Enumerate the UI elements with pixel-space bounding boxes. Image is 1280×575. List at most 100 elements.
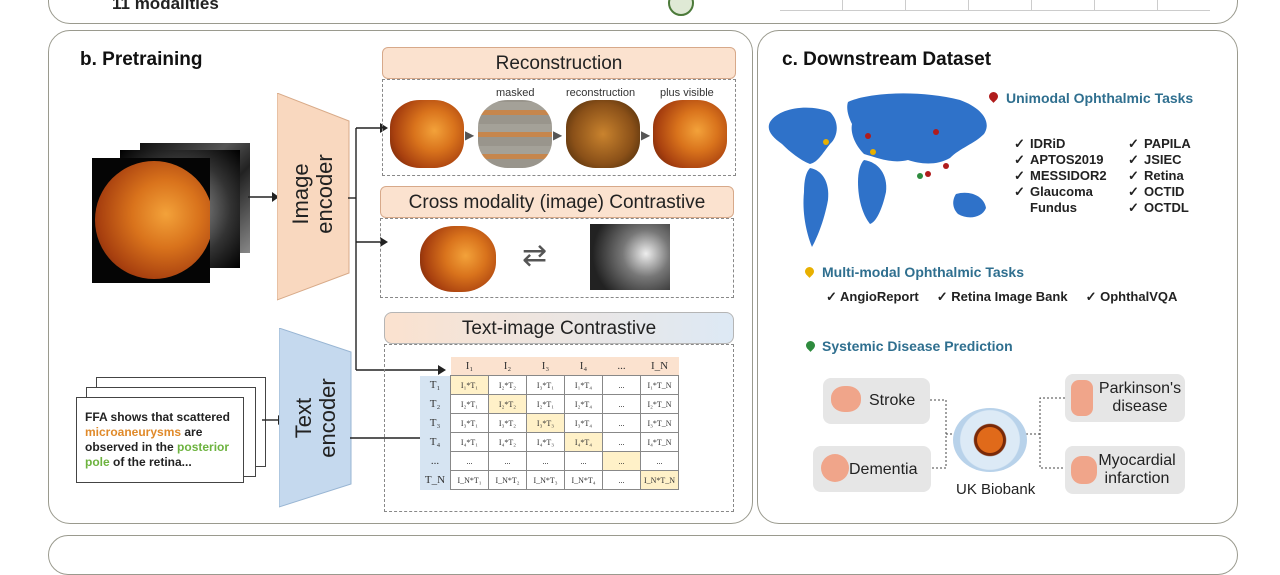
recon-original-fundus <box>390 100 464 168</box>
matrix-cell: I₂*T₁ <box>526 394 565 414</box>
person-icon <box>1071 380 1093 416</box>
check-icon: ✓ <box>1014 136 1025 151</box>
recon-reconstructed-fundus <box>566 100 640 168</box>
multimodal-list: ✓ AngioReport✓ Retina Image Bank✓ Ophtha… <box>826 289 1177 305</box>
myocardial-box: Myocardial infarction <box>1065 446 1185 494</box>
cross-modality-fundus <box>420 226 496 292</box>
recon-plus-visible-fundus <box>653 100 727 168</box>
matrix-cell: I_N*T₃ <box>526 470 565 490</box>
matrix-cell: I₃*T₂ <box>488 413 527 433</box>
image-encoder-shape <box>277 93 350 301</box>
brain-icon <box>831 386 861 412</box>
dataset-label: APTOS2019 <box>1030 152 1104 167</box>
highlight-microaneurysms: microaneurysms <box>85 425 182 439</box>
matrix-cell: I_N*T_N <box>640 470 679 490</box>
check-icon: ✓ <box>1128 200 1139 215</box>
multimodal-label: AngioReport <box>840 289 919 304</box>
unimodal-list-col2: ✓PAPILA✓JSIEC✓Retina✓OCTID✓OCTDL <box>1128 136 1191 216</box>
matrix-cell: I₄*T₃ <box>526 432 565 452</box>
matrix-row-header: T₁ <box>420 375 451 395</box>
swap-arrows-icon: ⇄ <box>522 239 548 272</box>
dataset-item: ✓PAPILA <box>1128 136 1191 152</box>
image-encoder-label: Image encoder <box>288 154 337 234</box>
reconstruction-label: reconstruction <box>566 87 636 99</box>
stroke-label: Stroke <box>869 392 916 409</box>
matrix-cell: I₃*T₁ <box>450 413 489 433</box>
matrix-cell: I₁*T_N <box>640 375 679 395</box>
matrix-cell: I₁*T₄ <box>564 375 603 395</box>
panel-d-remnant <box>48 535 1238 575</box>
dementia-box: Dementia <box>813 446 931 492</box>
text-encoder-label: Text encoder <box>291 378 340 458</box>
pretraining-title: b. Pretraining <box>80 49 203 70</box>
text-image-title: Text-image Contrastive <box>384 312 734 344</box>
matrix-cell: I_N*T₁ <box>450 470 489 490</box>
modalities-label: 11 modalities <box>112 0 219 13</box>
matrix-cell: I_N*T₂ <box>488 470 527 490</box>
check-icon: ✓ <box>1128 184 1139 199</box>
head-icon <box>821 454 849 482</box>
table-remnant <box>780 0 1210 11</box>
check-icon: ✓ <box>1128 136 1139 151</box>
text-part-2: are observed in the <box>85 425 203 454</box>
matrix-cell: I₄*T_N <box>640 432 679 452</box>
matrix-row-header: T₂ <box>420 394 451 414</box>
panel-downstream <box>757 30 1238 524</box>
check-icon: ✓ <box>1128 168 1139 183</box>
multimodal-label: OphthalVQA <box>1100 289 1178 304</box>
matrix-row-header: ... <box>420 451 451 471</box>
world-map <box>768 93 987 247</box>
parkinsons-label: Parkinson's disease <box>1098 380 1182 415</box>
systemic-title: Systemic Disease Prediction <box>822 338 1013 354</box>
multimodal-item: ✓ Retina Image Bank <box>937 289 1068 305</box>
check-icon: ✓ <box>1014 152 1025 167</box>
unimodal-title: Unimodal Ophthalmic Tasks <box>1006 90 1194 106</box>
matrix-cell: ... <box>602 470 641 490</box>
check-icon: ✓ <box>1014 168 1025 183</box>
matrix-cell: I₂*T₁ <box>450 394 489 414</box>
dataset-item: ✓ APTOS2019 <box>1014 152 1110 168</box>
dataset-label: JSIEC <box>1144 152 1182 167</box>
input-fundus <box>95 161 210 279</box>
recon-arrow-1: ▶ <box>465 128 475 142</box>
multimodal-item: ✓ AngioReport <box>826 289 919 305</box>
downstream-title: c. Downstream Dataset <box>782 49 992 70</box>
matrix-cell: ... <box>602 413 641 433</box>
parkinsons-box: Parkinson's disease <box>1065 374 1185 422</box>
text-card: FFA shows that scattered microaneurysms … <box>76 397 244 483</box>
input-to-encoder-arrow <box>248 192 279 202</box>
multimodal-label: Retina Image Bank <box>951 289 1068 304</box>
dataset-label: Glaucoma Fundus <box>1030 184 1093 215</box>
unimodal-list-col1: ✓ IDRiD ✓ APTOS2019 ✓ MESSIDOR2 ✓ Glaucoma Fund… <box>1014 136 1110 216</box>
dataset-label: MESSIDOR2 <box>1030 168 1107 183</box>
input-image-fundus-bg <box>92 158 210 283</box>
dataset-label: OCTDL <box>1144 200 1189 215</box>
check-icon: ✓ <box>1014 184 1025 199</box>
matrix-cell: I₃*T_N <box>640 413 679 433</box>
dataset-label: IDRiD <box>1030 136 1066 151</box>
plus-visible-label: plus visible <box>660 87 714 99</box>
text-part-3: of the retina... <box>109 455 192 469</box>
masked-label: masked <box>496 87 535 99</box>
matrix-cell: ... <box>602 394 641 414</box>
dataset-item: ✓OCTID <box>1128 184 1191 200</box>
encoder-to-matrix-arrow <box>388 365 446 375</box>
matrix-col-header: I₄ <box>564 357 603 376</box>
matrix-cell: I₃*T₁ <box>526 375 565 395</box>
matrix-cell: I₂*T₂ <box>488 375 527 395</box>
matrix-corner <box>420 357 451 376</box>
matrix-cell: ... <box>564 451 603 471</box>
matrix-cell: I₄*T₂ <box>488 432 527 452</box>
stroke-box: Stroke <box>823 378 930 424</box>
matrix-cell: ... <box>602 375 641 395</box>
check-icon: ✓ <box>1085 289 1101 304</box>
matrix-cell: I₃*T₃ <box>526 413 565 433</box>
matrix-col-header: I_N <box>640 357 679 376</box>
matrix-col-header: I₃ <box>526 357 565 376</box>
matrix-cell: I₂*T₄ <box>564 394 603 414</box>
check-icon: ✓ <box>936 289 952 304</box>
text-encoder-shape <box>279 328 352 508</box>
dataset-item: ✓Retina <box>1128 168 1191 184</box>
dataset-item: ✓ MESSIDOR2 <box>1014 168 1110 184</box>
